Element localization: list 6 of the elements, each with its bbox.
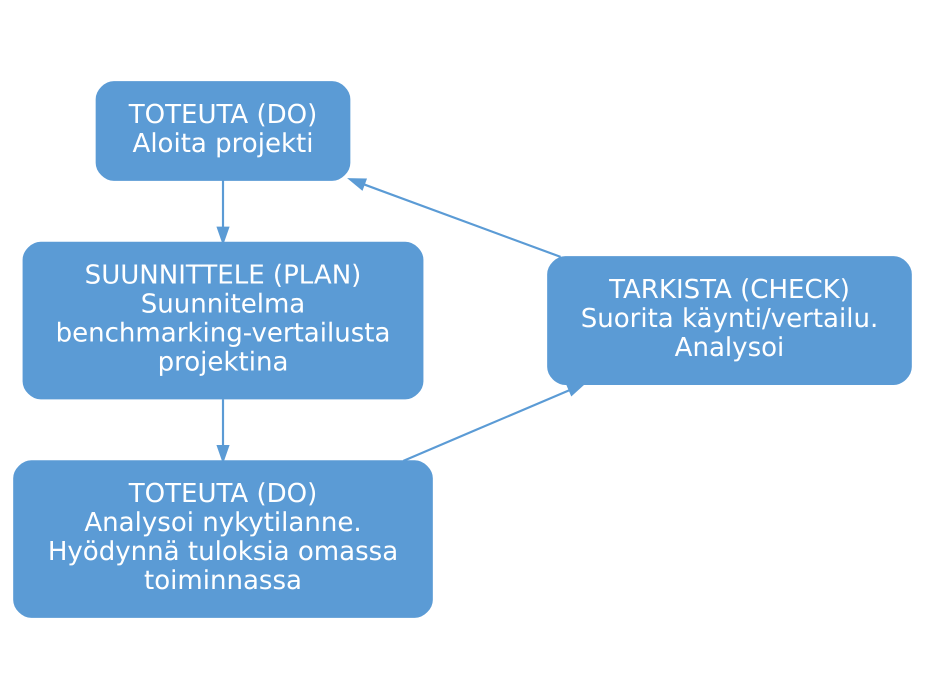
node-box: TARKISTA (CHECK) Suorita käynti/vertailu. Analysoi (547, 256, 912, 385)
node-box: TOTEUTA (DO) Analysoi nykytilanne. Hyödynnä tuloksia omassa toiminnassa (13, 460, 433, 618)
arrow (402, 383, 586, 462)
node-box: SUUNNITTELE (PLAN) Suunnitelma benchmarking-vertailusta projektina (22, 242, 424, 400)
arrow (347, 178, 561, 258)
node-box: TOTEUTA (DO) Aloita projekti (96, 81, 350, 181)
